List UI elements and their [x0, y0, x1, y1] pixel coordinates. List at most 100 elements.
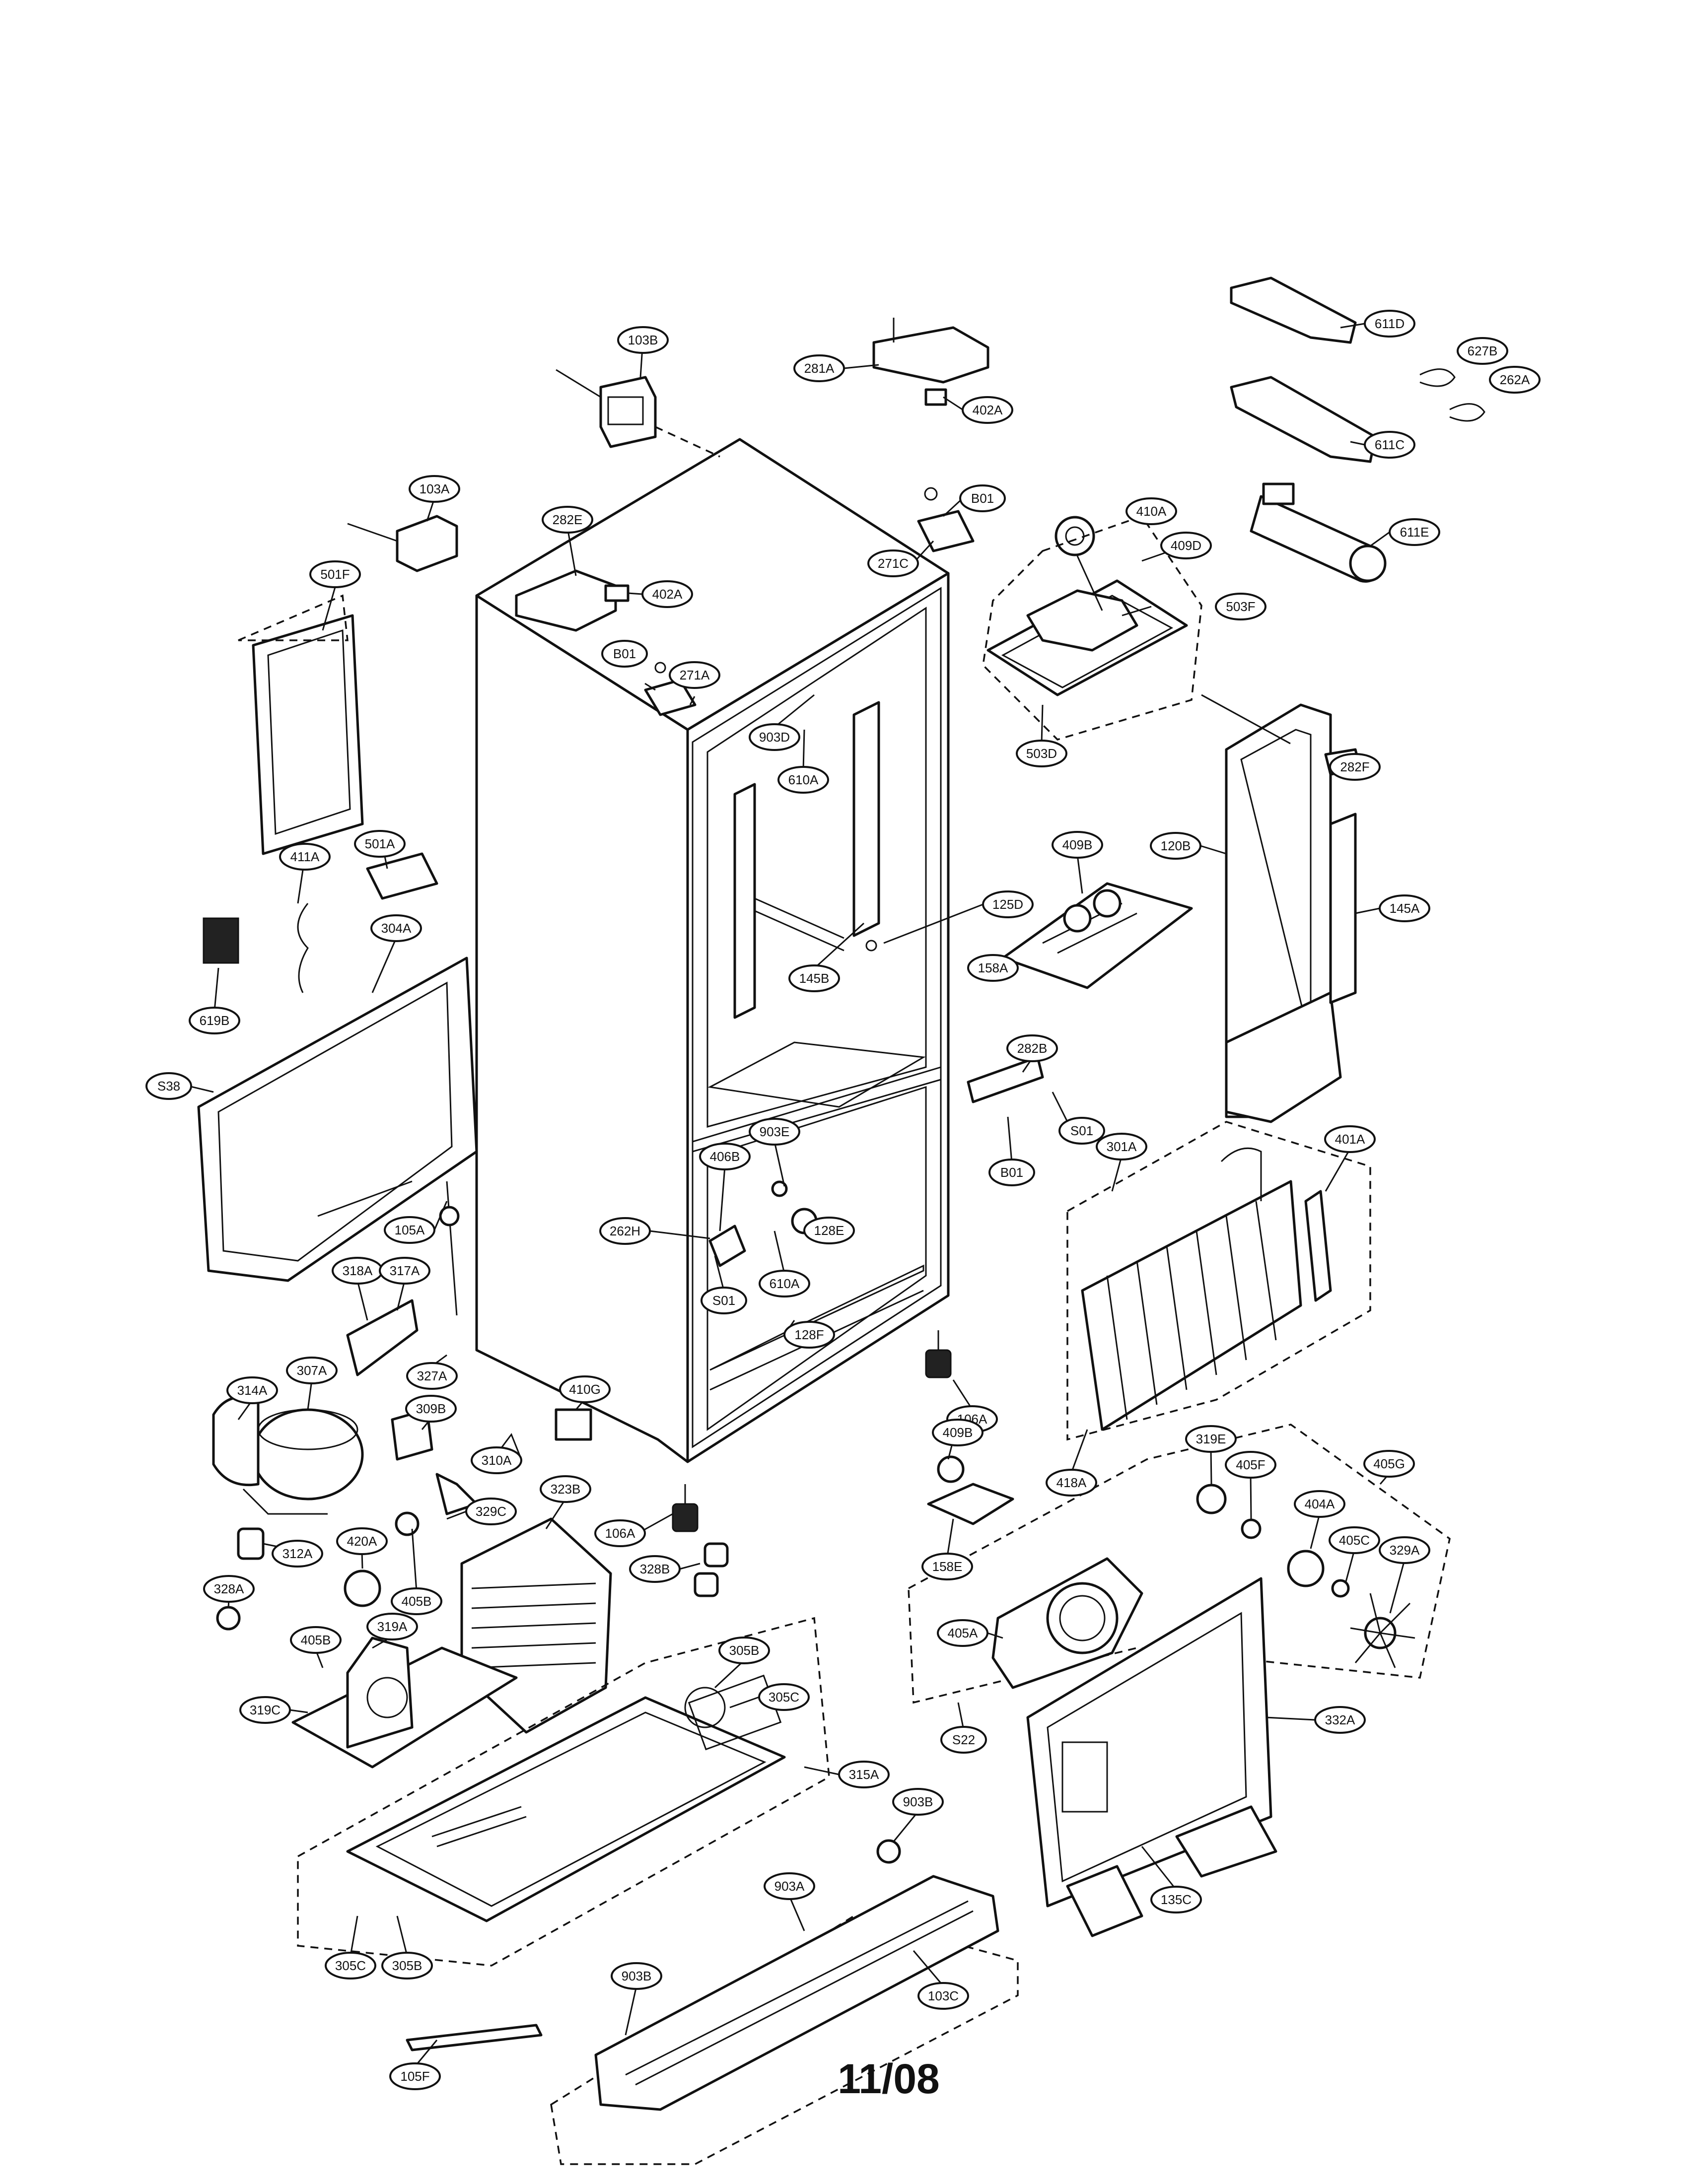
- refrigerator-cabinet: [475, 438, 950, 1463]
- evaporator: [1066, 1121, 1371, 1441]
- callout-103C: 103C: [917, 1982, 969, 2010]
- callout-282B: 282B: [1006, 1034, 1058, 1062]
- callout-318A: 318A: [332, 1257, 383, 1285]
- callout-319E: 319E: [1185, 1425, 1237, 1453]
- callout-332A: 332A: [1314, 1706, 1366, 1734]
- svg-text:304A: 304A: [381, 921, 412, 936]
- callout-282E: 282E: [542, 506, 593, 534]
- svg-text:332A: 332A: [1325, 1712, 1355, 1727]
- condenser-coil: [460, 1517, 612, 1734]
- callout-305B-top: 305B: [718, 1637, 770, 1664]
- svg-text:307A: 307A: [297, 1363, 327, 1378]
- svg-text:106A: 106A: [605, 1526, 635, 1541]
- svg-text:610A: 610A: [788, 772, 819, 787]
- svg-text:282E: 282E: [553, 512, 583, 527]
- callout-627B: 627B: [1457, 337, 1508, 365]
- svg-text:404A: 404A: [1305, 1497, 1335, 1511]
- svg-text:103B: 103B: [628, 333, 658, 347]
- svg-text:329A: 329A: [1390, 1543, 1420, 1558]
- svg-text:282F: 282F: [1340, 759, 1369, 774]
- svg-text:405F: 405F: [1236, 1457, 1265, 1472]
- callout-labels: 103B 281A 402A 611D 627B 262A 611C 611E …: [145, 310, 1541, 2090]
- svg-text:S01: S01: [712, 1293, 735, 1308]
- callout-307A: 307A: [286, 1357, 338, 1384]
- callout-410G: 410G: [559, 1375, 611, 1403]
- callout-611E: 611E: [1389, 518, 1440, 546]
- air-duct-assembly: [1225, 703, 1362, 1123]
- svg-text:328A: 328A: [214, 1581, 244, 1596]
- svg-text:323B: 323B: [551, 1482, 581, 1497]
- svg-text:409B: 409B: [1062, 837, 1093, 852]
- svg-text:158A: 158A: [978, 960, 1008, 975]
- svg-text:627B: 627B: [1468, 343, 1498, 358]
- callout-329A: 329A: [1379, 1536, 1430, 1564]
- callout-406B: 406B: [699, 1143, 751, 1170]
- callout-328A: 328A: [203, 1575, 255, 1603]
- callout-301A: 301A: [1096, 1133, 1147, 1160]
- callout-610A-low: 610A: [759, 1270, 810, 1297]
- callout-319C: 319C: [239, 1696, 291, 1724]
- callout-409B-top: 409B: [1052, 831, 1103, 859]
- callout-305C-top: 305C: [758, 1683, 810, 1711]
- svg-text:310A: 310A: [482, 1453, 512, 1468]
- svg-text:405C: 405C: [1339, 1533, 1370, 1548]
- callout-405C: 405C: [1329, 1526, 1380, 1554]
- callout-305B-low: 305B: [381, 1952, 433, 1979]
- callout-315A: 315A: [838, 1761, 890, 1788]
- svg-text:271A: 271A: [680, 668, 710, 682]
- date-code: 11/08: [838, 2055, 940, 2102]
- svg-text:281A: 281A: [804, 361, 835, 376]
- svg-text:135C: 135C: [1161, 1892, 1192, 1907]
- callout-304A: 304A: [370, 914, 422, 942]
- callout-402A: 402A: [641, 580, 693, 608]
- svg-text:318A: 318A: [343, 1263, 373, 1278]
- svg-text:315A: 315A: [849, 1767, 879, 1782]
- callout-282F: 282F: [1329, 753, 1381, 781]
- svg-text:503D: 503D: [1026, 746, 1057, 761]
- svg-text:501F: 501F: [320, 567, 350, 582]
- svg-text:903E: 903E: [760, 1124, 790, 1139]
- left-side-parts: [197, 594, 478, 1282]
- callout-271C: 271C: [867, 549, 919, 577]
- callout-405F: 405F: [1225, 1451, 1276, 1479]
- callout-B01-top: B01: [959, 484, 1006, 512]
- callout-262H: 262H: [599, 1217, 651, 1245]
- callout-262A: 262A: [1489, 366, 1541, 394]
- svg-text:S22: S22: [952, 1732, 975, 1747]
- callout-610A-top: 610A: [777, 766, 829, 794]
- callout-281A: 281A: [793, 354, 845, 382]
- compressor-assembly: [212, 1181, 729, 1631]
- svg-text:410A: 410A: [1136, 504, 1167, 519]
- callout-903B-low: 903B: [611, 1962, 662, 1990]
- callout-402A-top: 402A: [962, 396, 1013, 424]
- svg-text:305B: 305B: [392, 1958, 422, 1973]
- callout-903D: 903D: [749, 723, 800, 751]
- svg-text:406B: 406B: [710, 1149, 740, 1164]
- svg-text:S01: S01: [1070, 1123, 1093, 1138]
- svg-text:312A: 312A: [282, 1546, 313, 1561]
- svg-text:317A: 317A: [390, 1263, 420, 1278]
- shelf-158A: [1001, 882, 1193, 989]
- svg-text:128F: 128F: [794, 1327, 824, 1342]
- callout-158E: 158E: [921, 1553, 973, 1580]
- callout-418A: 418A: [1046, 1469, 1097, 1497]
- callout-611D: 611D: [1364, 310, 1415, 338]
- svg-text:103A: 103A: [420, 481, 450, 496]
- svg-text:125D: 125D: [992, 897, 1023, 912]
- callout-903A: 903A: [764, 1872, 815, 1900]
- callout-S01-left: S01: [701, 1287, 747, 1314]
- callout-405G: 405G: [1363, 1450, 1415, 1478]
- callout-125D: 125D: [982, 890, 1034, 918]
- callout-503D: 503D: [1016, 740, 1067, 767]
- callout-410A: 410A: [1125, 497, 1177, 525]
- svg-text:409B: 409B: [943, 1425, 973, 1440]
- callout-409B-low: 409B: [932, 1419, 984, 1446]
- callout-158A: 158A: [967, 954, 1019, 982]
- callout-319A: 319A: [366, 1613, 418, 1640]
- base-grille: [406, 1839, 1019, 2165]
- svg-text:305B: 305B: [729, 1643, 760, 1658]
- svg-text:405B: 405B: [402, 1594, 432, 1609]
- svg-text:314A: 314A: [237, 1383, 268, 1398]
- svg-text:105F: 105F: [400, 2069, 429, 2084]
